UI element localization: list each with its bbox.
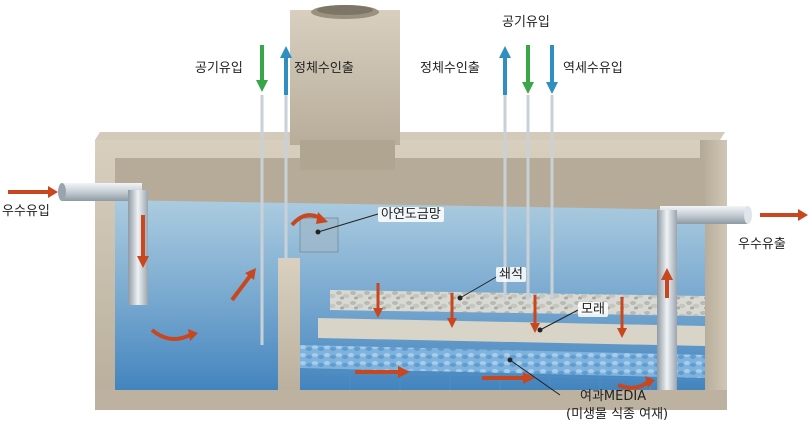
air-inlet-arrow-left xyxy=(256,45,268,92)
backwash-inlet-label: 역세수유입 xyxy=(563,61,623,76)
sand-layer xyxy=(318,318,705,346)
rain-outlet-arrow xyxy=(760,209,808,221)
outlet-riser-pipe xyxy=(657,210,677,390)
partition-wall xyxy=(278,262,300,402)
air-inlet-left-label: 공기유입 xyxy=(195,61,243,76)
inlet-pipe xyxy=(62,183,142,201)
gravel-label: 쇄석 xyxy=(496,267,526,282)
air-inlet-arrow-right xyxy=(522,45,534,94)
riser-pipes xyxy=(260,95,554,345)
zinc-mesh-label: 아연도금망 xyxy=(378,207,444,222)
tank-bottom-slab xyxy=(95,390,727,410)
rain-inlet-label: 우수유입 xyxy=(2,204,50,219)
air-inlet-right-label: 공기유입 xyxy=(502,15,550,30)
outflow-arrow-right xyxy=(499,46,511,95)
rain-inlet-arrow xyxy=(8,186,58,198)
gravel-layer xyxy=(330,290,705,316)
tank-top-face xyxy=(95,130,725,140)
treated-outlet-left-label: 정체수인출 xyxy=(294,61,354,76)
filter-media-label: 여과MEDIA xyxy=(580,389,647,404)
treated-outlet-right-label: 정체수인출 xyxy=(420,61,480,76)
filter-media-sublabel: (미생물 식종 여재) xyxy=(566,407,669,422)
outlet-pipe xyxy=(660,206,748,224)
outflow-arrow-left xyxy=(280,46,292,95)
rain-outlet-label: 우수유출 xyxy=(738,237,786,252)
backwash-inlet-arrow xyxy=(546,45,558,94)
sand-label: 모래 xyxy=(578,302,608,317)
internal-flow-arrows xyxy=(137,212,673,390)
label-leaders xyxy=(315,213,579,396)
zinc-mesh-box xyxy=(299,217,339,253)
manhole-riser xyxy=(290,10,400,145)
